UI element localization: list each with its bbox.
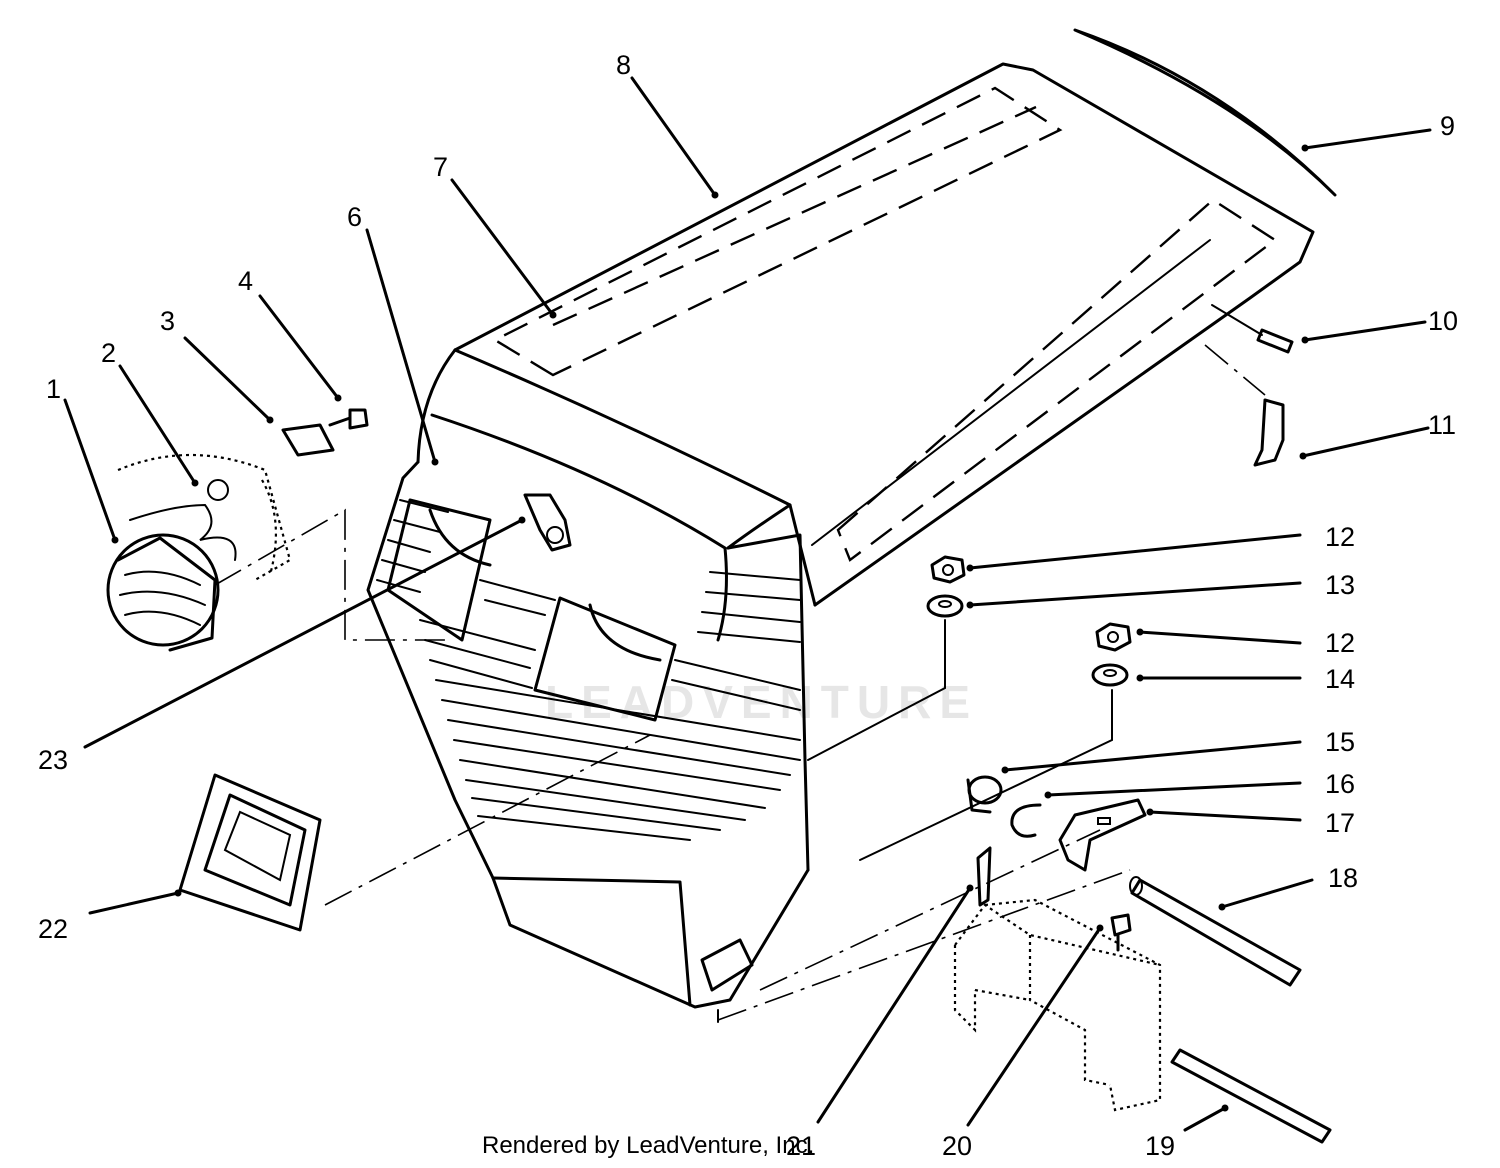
callout-22: 22 bbox=[38, 914, 68, 944]
callout-21: 21 bbox=[786, 1131, 816, 1161]
hood-shape bbox=[366, 62, 1315, 1023]
washer-13 bbox=[926, 594, 964, 618]
watermark-text: LEADVENTURE bbox=[545, 676, 978, 728]
washer-14 bbox=[1091, 663, 1129, 687]
pivot-rod-lower bbox=[1170, 1048, 1332, 1144]
callout-23: 23 bbox=[38, 745, 68, 775]
callout-1: 1 bbox=[46, 374, 61, 404]
headlight-clip bbox=[281, 423, 335, 457]
hex-nut-12b bbox=[1095, 622, 1132, 652]
callout-9: 9 bbox=[1440, 111, 1455, 141]
callout-12b: 12 bbox=[1325, 628, 1355, 658]
callout-4: 4 bbox=[238, 266, 253, 296]
callout-7: 7 bbox=[433, 152, 448, 182]
callout-20: 20 bbox=[942, 1131, 972, 1161]
pivot-rod-upper bbox=[1130, 878, 1302, 987]
headlight-bezel bbox=[178, 773, 322, 932]
headlight-socket bbox=[129, 479, 237, 561]
callout-17: 17 bbox=[1325, 808, 1355, 838]
callout-8: 8 bbox=[616, 50, 631, 80]
frame-bracket-dashed bbox=[953, 898, 1162, 1112]
front-latch-knob bbox=[700, 938, 754, 992]
screw bbox=[328, 408, 369, 430]
hood-pin bbox=[1256, 328, 1294, 354]
callout-16: 16 bbox=[1325, 769, 1355, 799]
footer-credit: Rendered by LeadVenture, Inc. bbox=[482, 1132, 814, 1159]
e-clip bbox=[1010, 803, 1042, 838]
hood-latch bbox=[1253, 398, 1285, 467]
callout-6: 6 bbox=[347, 202, 362, 232]
callout-13: 13 bbox=[1325, 570, 1355, 600]
callout-3: 3 bbox=[160, 306, 175, 336]
pivot-bracket bbox=[1058, 798, 1147, 872]
callout-10: 10 bbox=[1428, 306, 1458, 336]
callout-18: 18 bbox=[1328, 863, 1358, 893]
bolt bbox=[1110, 913, 1132, 952]
callout-12a: 12 bbox=[1325, 522, 1355, 552]
headlight bbox=[106, 453, 292, 652]
hex-nut-12a bbox=[930, 555, 966, 584]
leader-dots bbox=[111, 144, 1309, 1112]
callout-11: 11 bbox=[1428, 410, 1456, 440]
callout-2: 2 bbox=[101, 338, 116, 368]
cotter-pin bbox=[976, 846, 992, 907]
hood-trim-strip bbox=[1073, 28, 1337, 197]
grommet bbox=[966, 775, 1003, 814]
leader-lines bbox=[63, 76, 1432, 1132]
callout-14: 14 bbox=[1325, 664, 1355, 694]
callout-19: 19 bbox=[1145, 1131, 1175, 1161]
callout-15: 15 bbox=[1325, 727, 1355, 757]
hood-emblem bbox=[523, 493, 572, 552]
